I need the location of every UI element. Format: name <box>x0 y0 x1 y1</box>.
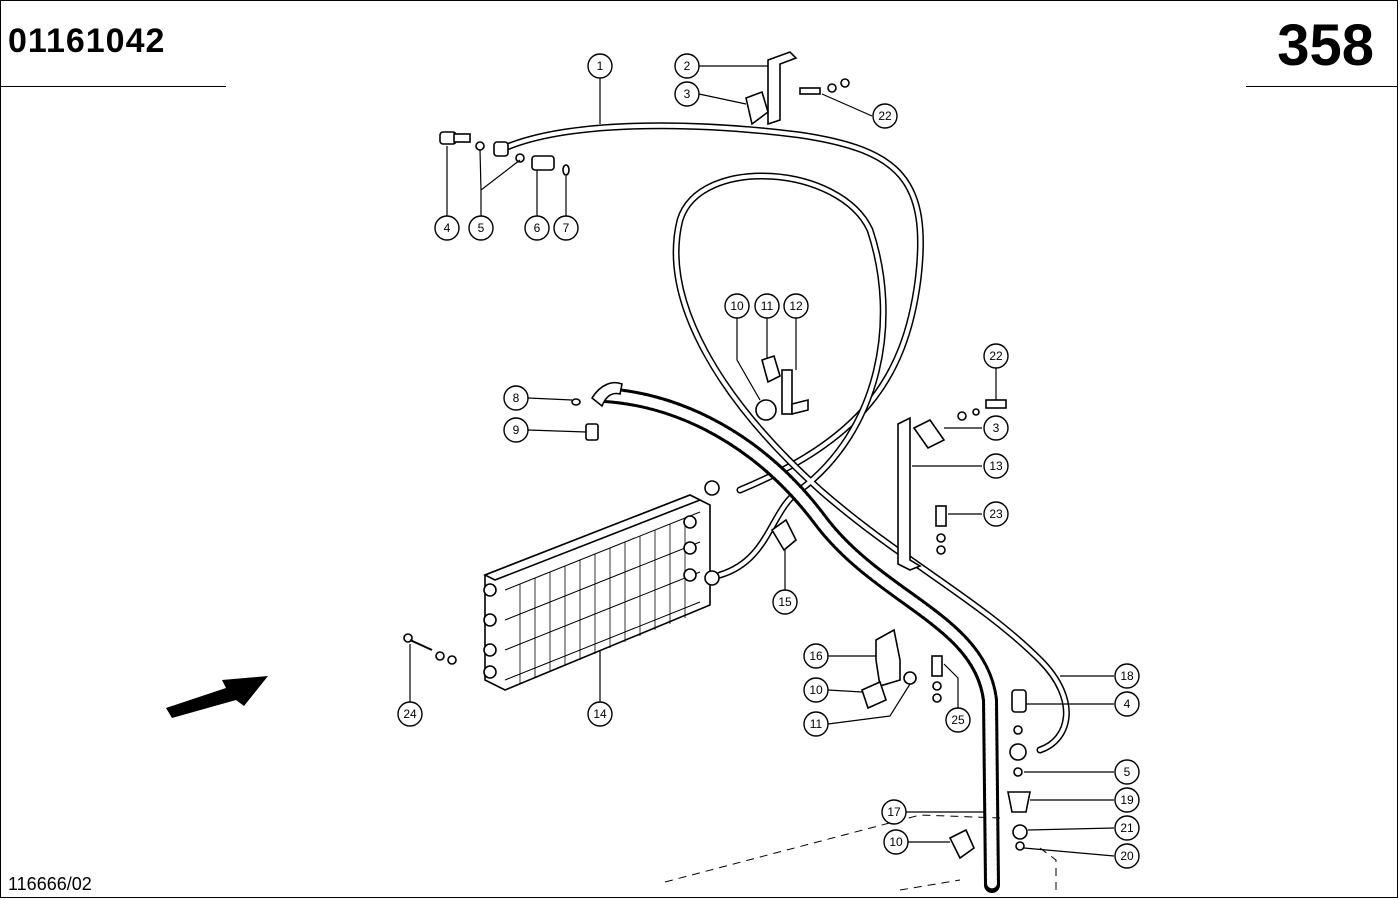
header-rule-left <box>0 86 226 87</box>
svg-text:3: 3 <box>993 421 1000 435</box>
callout-11: 11 <box>754 293 780 319</box>
callout-10: 10 <box>883 829 909 855</box>
svg-text:23: 23 <box>989 507 1003 521</box>
callout-14: 14 <box>587 701 613 727</box>
svg-text:10: 10 <box>730 299 744 313</box>
svg-text:14: 14 <box>593 707 607 721</box>
callout-21: 21 <box>1114 815 1140 841</box>
svg-text:10: 10 <box>889 835 903 849</box>
callout-22: 22 <box>983 343 1009 369</box>
svg-text:25: 25 <box>951 713 965 727</box>
callout-16: 16 <box>803 643 829 669</box>
svg-text:19: 19 <box>1120 793 1134 807</box>
svg-text:1: 1 <box>597 59 604 73</box>
svg-text:8: 8 <box>513 391 520 405</box>
callout-4: 4 <box>1114 691 1140 717</box>
svg-text:22: 22 <box>878 109 892 123</box>
callouts: 1 2 3 22 4 5 6 7 10 11 12 22 3 13 23 8 9… <box>397 53 1140 869</box>
svg-text:4: 4 <box>444 221 451 235</box>
callout-20: 20 <box>1114 843 1140 869</box>
callout-3: 3 <box>674 81 700 107</box>
callout-22: 22 <box>872 103 898 129</box>
direction-arrow-icon <box>166 676 268 718</box>
callout-2: 2 <box>674 53 700 79</box>
oil-cooler <box>483 480 720 691</box>
callout-18: 18 <box>1114 663 1140 689</box>
callout-5: 5 <box>1114 759 1140 785</box>
svg-text:22: 22 <box>989 349 1003 363</box>
svg-text:21: 21 <box>1120 821 1134 835</box>
callout-10: 10 <box>803 677 829 703</box>
svg-text:2: 2 <box>684 59 691 73</box>
svg-text:3: 3 <box>684 87 691 101</box>
document-number: 01161042 <box>8 22 166 60</box>
callout-24: 24 <box>397 701 423 727</box>
callout-4: 4 <box>434 215 460 241</box>
svg-text:9: 9 <box>513 423 520 437</box>
svg-text:11: 11 <box>761 299 774 313</box>
callout-19: 19 <box>1114 787 1140 813</box>
callout-7: 7 <box>553 215 579 241</box>
svg-text:15: 15 <box>778 595 792 609</box>
page-number: 358 <box>1277 13 1374 78</box>
callout-10: 10 <box>724 293 750 319</box>
hose-loop <box>672 172 1070 754</box>
svg-text:10: 10 <box>809 683 823 697</box>
svg-text:6: 6 <box>534 221 541 235</box>
svg-text:17: 17 <box>887 805 901 819</box>
svg-text:16: 16 <box>809 649 823 663</box>
callout-1: 1 <box>587 53 613 79</box>
svg-text:5: 5 <box>1124 765 1131 779</box>
svg-text:4: 4 <box>1124 697 1131 711</box>
small-parts <box>403 51 1031 860</box>
footer-reference: 116666/02 <box>8 874 92 894</box>
hose-17 <box>597 387 1000 893</box>
callout-9: 9 <box>503 417 529 443</box>
callout-3: 3 <box>983 415 1009 441</box>
svg-text:24: 24 <box>403 707 417 721</box>
leader-lines <box>409 65 1115 857</box>
callout-11: 11 <box>803 711 829 737</box>
svg-text:13: 13 <box>989 459 1003 473</box>
callout-12: 12 <box>783 293 809 319</box>
callout-6: 6 <box>524 215 550 241</box>
svg-text:11: 11 <box>810 717 823 731</box>
callout-5: 5 <box>468 215 494 241</box>
tank-outline <box>664 814 1057 891</box>
header-rule-right <box>1246 86 1398 87</box>
callout-8: 8 <box>503 385 529 411</box>
svg-text:7: 7 <box>563 221 570 235</box>
svg-text:18: 18 <box>1120 669 1134 683</box>
callout-23: 23 <box>983 501 1009 527</box>
callout-15: 15 <box>772 589 798 615</box>
callout-25: 25 <box>945 707 971 733</box>
svg-text:12: 12 <box>789 299 803 313</box>
svg-text:5: 5 <box>478 221 485 235</box>
svg-text:20: 20 <box>1120 849 1134 863</box>
callout-17: 17 <box>881 799 907 825</box>
hose-1 <box>496 122 924 494</box>
callout-13: 13 <box>983 453 1009 479</box>
